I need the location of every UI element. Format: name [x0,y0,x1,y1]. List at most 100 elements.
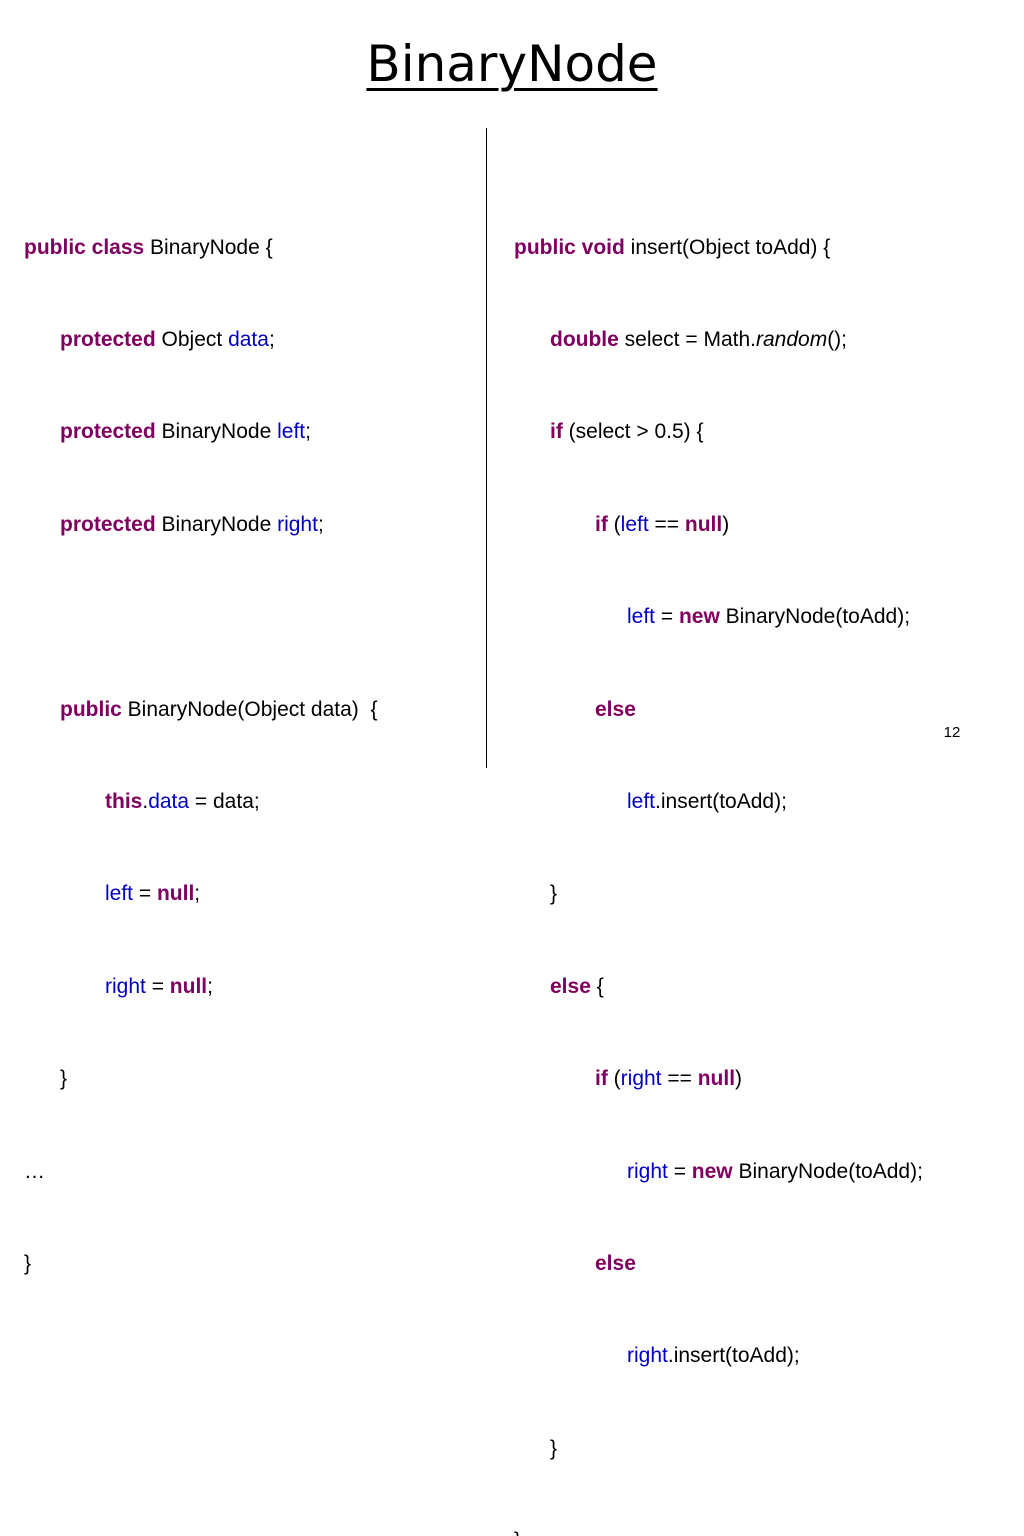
code-token: .insert(toAdd); [655,789,787,813]
code-line: protected BinaryNode left; [24,417,377,448]
code-token: null [684,512,723,536]
code-line: } [514,1434,923,1465]
slide-title: BinaryNode [0,28,1024,100]
code-token: new [691,1159,733,1183]
code-line: left.insert(toAdd); [514,787,923,818]
code-line: … [24,1157,377,1188]
code-token: BinaryNode(toAdd); [732,1159,923,1183]
code-token: null [156,882,195,906]
code-token: ; [305,420,311,444]
code-token: left [620,512,649,536]
code-token: public class [24,235,145,259]
code-token: else [550,974,591,998]
code-line: protected Object data; [24,325,377,356]
code-token: = [145,974,170,998]
code-line: public void insert(Object toAdd) { [514,233,923,264]
code-token: ) [735,1067,743,1091]
code-token: data [148,789,190,813]
code-line: right.insert(toAdd); [514,1341,923,1372]
code-token: left [627,789,656,813]
code-token: } [550,882,558,906]
code-line: left = null; [24,879,377,910]
code-token: BinaryNode [155,512,278,536]
code-line: else [514,1249,923,1280]
code-token: left [627,605,656,629]
code-token: } [514,1529,521,1536]
code-token: if [550,420,563,444]
code-token: = [655,605,679,629]
code-token: ; [207,974,213,998]
code-token: right [627,1159,668,1183]
code-token: right [277,512,318,536]
code-line: right = null; [24,972,377,1003]
code-token: right [620,1067,662,1091]
code-token: null [169,974,208,998]
code-token: ( [607,512,621,536]
code-token: right [105,974,146,998]
code-token: ; [317,512,324,536]
code-line: protected BinaryNode right; [24,510,377,541]
code-token: else [595,1251,636,1275]
code-token: else [595,697,636,721]
code-token: null [697,1067,736,1091]
slide-title-text: BinaryNode [366,35,658,93]
code-token: double [550,327,619,351]
code-line [24,602,377,633]
code-token: BinaryNode { [144,235,273,259]
code-token: left [105,882,134,906]
right-code-block: public void insert(Object toAdd) { doubl… [514,171,923,1536]
code-token: left [277,420,306,444]
page-number: 12 [943,724,961,741]
code-line: if (left == null) [514,510,923,541]
code-token: ; [268,327,275,351]
code-token: protected [60,512,156,536]
code-token: if [595,512,608,536]
code-token: = [133,882,157,906]
code-line: if (right == null) [514,1064,923,1095]
code-line: } [24,1249,377,1280]
code-line: right = new BinaryNode(toAdd); [514,1157,923,1188]
code-token: ; [194,882,201,906]
code-token: right [627,1344,668,1368]
code-token: new [678,605,720,629]
code-token: = data; [189,789,260,813]
code-token: public [60,697,122,721]
code-line: public BinaryNode(Object data) { [24,695,377,726]
code-token: BinaryNode [155,420,278,444]
code-token: (); [827,327,848,351]
code-token: } [550,1436,558,1460]
code-token: (select > 0.5) { [562,420,704,444]
code-line: left = new BinaryNode(toAdd); [514,602,923,633]
code-token: ( [607,1067,621,1091]
code-token: protected [60,420,156,444]
code-token: } [60,1067,68,1091]
left-code-block: public class BinaryNode { protected Obje… [24,171,377,1310]
code-token: Object [155,327,229,351]
code-line: } [514,1526,923,1536]
code-token: random [755,327,828,351]
code-token: this [105,789,143,813]
code-token: ) [722,512,730,536]
code-line: else [514,695,923,726]
code-token: } [24,1251,32,1275]
code-token: == [648,512,685,536]
code-line: else { [514,972,923,1003]
code-line: this.data = data; [24,787,377,818]
code-line: } [514,879,923,910]
code-token: select = Math. [618,327,756,351]
code-line: public class BinaryNode { [24,233,377,264]
code-token: { [590,974,604,998]
code-token: public void [514,235,625,259]
code-line: if (select > 0.5) { [514,417,923,448]
code-token: BinaryNode(toAdd); [719,605,911,629]
column-divider [486,128,487,768]
code-token: … [24,1159,45,1183]
code-token: BinaryNode(Object data) { [121,697,378,721]
code-token: = [667,1159,692,1183]
code-token: data [228,327,269,351]
code-line: double select = Math.random(); [514,325,923,356]
code-token: protected [60,327,156,351]
code-token: == [661,1067,698,1091]
code-token: .insert(toAdd); [667,1344,800,1368]
code-token: insert(Object toAdd) { [624,235,831,259]
